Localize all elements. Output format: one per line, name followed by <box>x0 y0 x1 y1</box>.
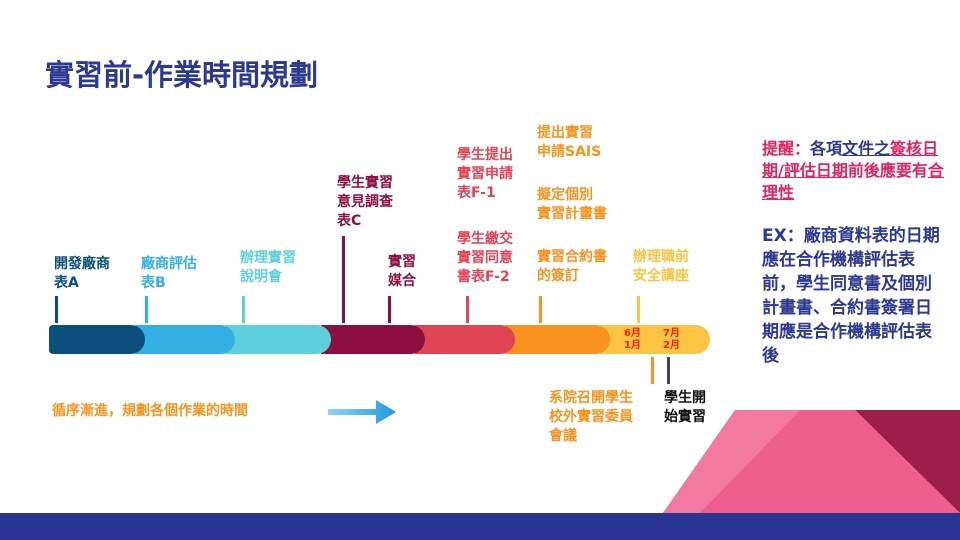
label-b: 廠商評估 表B <box>141 256 197 291</box>
date-feb: 2月 <box>663 340 680 351</box>
page-title: 實習前-作業時間規劃 <box>45 58 319 92</box>
reminder-part: 各項 <box>810 139 843 158</box>
label-f2: 學生繳交 實習同意 書表F-2 <box>457 231 513 285</box>
label-contract: 實習合約書 的簽訂 <box>537 249 607 284</box>
label-sais: 提出實習 申請SAIS <box>537 125 602 160</box>
date-june: 6月 <box>624 328 641 339</box>
date-jan: 1月 <box>624 340 641 351</box>
timeline-segment-5 <box>415 325 515 354</box>
label-plan: 擬定個別 實習計畫書 <box>537 187 607 222</box>
date-july: 7月 <box>663 328 680 339</box>
reminder-part: 簽核 <box>890 139 923 158</box>
tick <box>55 296 58 323</box>
tick <box>145 296 148 323</box>
bottom-bar <box>0 513 960 540</box>
reminder-part: 日期/評估日期 <box>762 139 939 180</box>
tick <box>539 296 542 323</box>
tick <box>637 296 640 323</box>
reminder-part: 提醒： <box>762 139 811 158</box>
timeline-segment-2 <box>135 325 235 354</box>
arrow-right-icon <box>328 400 396 424</box>
tick <box>242 296 245 323</box>
reminder-part: 文件之 <box>842 139 891 158</box>
timeline-segment-7 <box>600 325 710 354</box>
label-e: 實習 媒合 <box>388 254 416 289</box>
timeline-segment-4 <box>321 325 425 354</box>
label-a: 開發廠商 表A <box>54 256 110 291</box>
footer-text: 循序漸進，規劃各個作業的時間 <box>52 403 248 419</box>
reminder-note: 提醒：各項文件之簽核日期/評估日期前後應要有合理性 <box>762 138 957 204</box>
timeline-segment-1 <box>49 325 145 354</box>
timeline-segment-6 <box>505 325 610 354</box>
tick <box>466 296 469 323</box>
reminder-part: 前後應 <box>847 161 896 180</box>
label-start: 學生開 始實習 <box>664 390 706 425</box>
label-committee: 系院召開學生 校外實習委員 會議 <box>549 390 633 444</box>
reminder-part: 要有 <box>895 161 928 180</box>
label-safety: 辦理職前 安全講座 <box>633 249 689 284</box>
label-c: 辦理實習 說明會 <box>240 250 296 285</box>
tick <box>651 357 654 384</box>
timeline-segment-3 <box>225 325 331 354</box>
tick <box>342 236 345 323</box>
reminder-part: 合理性 <box>762 161 944 202</box>
label-d: 學生實習 意見調查 表C <box>337 175 393 229</box>
tick <box>667 357 670 384</box>
tick <box>388 296 391 323</box>
example-note: EX：廠商資料表的日期應在合作機構評估表前，學生同意書及個別計畫書、合約書簽署日… <box>762 226 940 366</box>
label-f1: 學生提出 實習申請 表F-1 <box>457 147 513 201</box>
